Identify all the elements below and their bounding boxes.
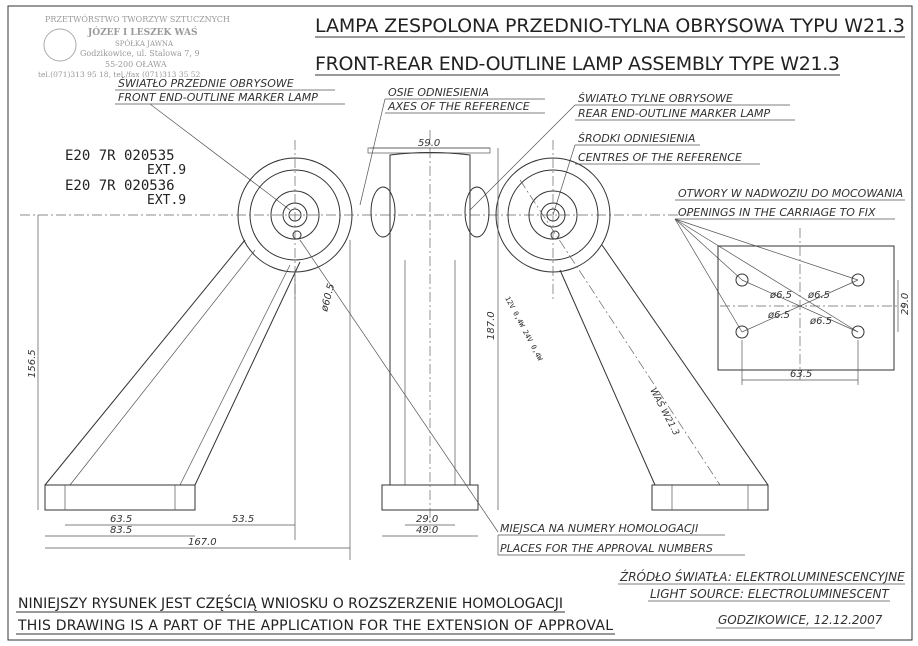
- top-width-dimension: 59.0: [418, 138, 440, 149]
- lamp-diameter-dimension: ø60.5: [319, 283, 337, 314]
- box-height-dimension: 29.0: [900, 293, 911, 315]
- rear-lamp-label-en: REAR END-OUTLINE MARKER LAMP: [578, 107, 770, 120]
- light-source-en: LIGHT SOURCE: ELECTROLUMINESCENT: [650, 587, 891, 601]
- center-height-dimension: 187.0: [486, 311, 497, 340]
- hole-dimension: ø6.5: [809, 316, 832, 327]
- center-stand: [367, 147, 491, 511]
- axes-label-en: AXES OF THE REFERENCE: [387, 100, 530, 113]
- dimension: 83.5: [110, 525, 132, 536]
- approval-ext: EXT.9: [147, 163, 186, 178]
- centres-label-pl: ŚRODKI ODNIESIENIA: [578, 132, 695, 145]
- bulb-marking: 12V 0,4W 24V 0,4W: [503, 295, 544, 363]
- hole-dimension: ø6.5: [807, 290, 830, 301]
- stamp-line: tel.(071)313 95 18, tel./fax (071)313 35…: [38, 70, 201, 79]
- title-polish: LAMPA ZESPOLONA PRZEDNIO-TYLNA OBRYSOWA …: [315, 15, 905, 37]
- places-label-en: PLACES FOR THE APPROVAL NUMBERS: [500, 542, 713, 555]
- approval-ext: EXT.9: [147, 193, 186, 208]
- dimension: 167.0: [188, 537, 217, 548]
- dimension: 49.0: [416, 525, 438, 536]
- stamp-line: PRZETWÓRSTWO TWORZYW SZTUCZNYCH: [45, 15, 230, 24]
- mounting-holes-view: [717, 228, 905, 385]
- rear-lamp-label-pl: ŚWIATŁO TYLNE OBRYSOWE: [578, 92, 733, 105]
- dimension: 29.0: [416, 514, 438, 525]
- company-stamp: PRZETWÓRSTWO TWORZYW SZTUCZNYCH JÓZEF I …: [38, 15, 230, 79]
- stamp-line: SPÓŁKA JAWNA: [115, 39, 174, 48]
- centres-label-en: CENTRES OF THE REFERENCE: [578, 151, 742, 164]
- drawing-note-pl: NINIEJSZY RYSUNEK JEST CZĘŚCIĄ WNIOSKU O…: [18, 594, 563, 612]
- hole-dimension: ø6.5: [767, 310, 790, 321]
- stamp-line: JÓZEF I LESZEK WAŚ: [87, 26, 197, 38]
- approval-number: E20 7R 020535: [65, 148, 175, 164]
- hole-dimension: ø6.5: [769, 290, 792, 301]
- title-english: FRONT-REAR END-OUTLINE LAMP ASSEMBLY TYP…: [315, 53, 840, 75]
- drawing-note-en: THIS DRAWING IS A PART OF THE APPLICATIO…: [17, 618, 613, 634]
- front-lamp: [44, 157, 353, 511]
- left-height-dimension: 156.5: [27, 349, 38, 378]
- stamp-emblem-icon: [43, 28, 77, 62]
- dimension: 63.5: [110, 514, 132, 525]
- drawing-frame: [7, 5, 913, 641]
- place-date: GODZIKOWICE, 12.12.2007: [718, 613, 883, 627]
- places-label-pl: MIEJSCA NA NUMERY HOMOLOGACJI: [500, 522, 698, 535]
- stamp-line: 55-200 OŁAWA: [105, 60, 167, 69]
- front-lamp-label-en: FRONT END-OUTLINE MARKER LAMP: [118, 91, 318, 104]
- openings-label-en: OPENINGS IN THE CARRIAGE TO FIX: [678, 206, 876, 219]
- openings-label-pl: OTWORY W NADWOZIU DO MOCOWANIA: [678, 187, 903, 200]
- light-source-pl: ŹRÓDŁO ŚWIATŁA: ELEKTROLUMINESCENCYJNE: [619, 569, 905, 584]
- front-lamp-label-pl: ŚWIATŁO PRZEDNIE OBRYSOWE: [118, 77, 294, 90]
- axes-label-pl: OSIE ODNIESIENIA: [388, 86, 489, 99]
- dimension: 53.5: [232, 514, 254, 525]
- stamp-line: Godzikowice, ul. Stalowa 7, 9: [80, 49, 200, 58]
- box-width-dimension: 63.5: [790, 369, 812, 380]
- type-marking: WAŚ W21.3: [647, 386, 682, 438]
- approval-number: E20 7R 020536: [65, 178, 175, 194]
